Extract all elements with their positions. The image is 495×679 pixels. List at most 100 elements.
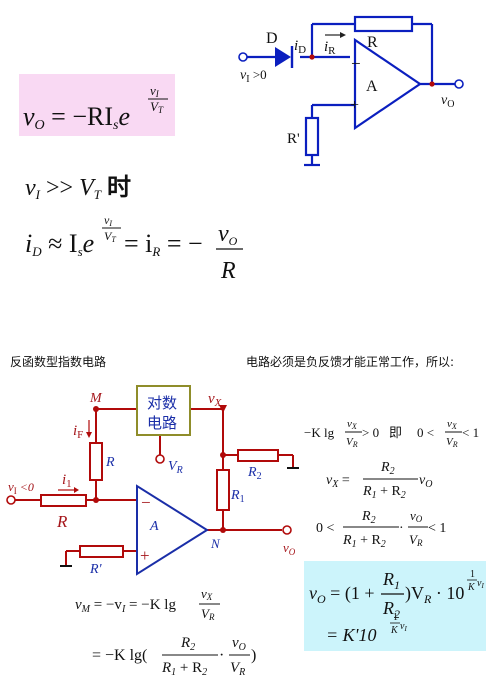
final-eq-line2-exp-den: K — [390, 625, 399, 636]
section-left-title: 反函数型指数电路 — [10, 354, 106, 369]
vx-label: vX — [208, 391, 223, 409]
final-eq-line2: = K'10 — [326, 625, 377, 645]
opamp-label-bottom: A — [149, 519, 159, 534]
vx-junction-dot — [220, 452, 226, 458]
eq-vm-frac-num: vX — [201, 586, 213, 602]
opamp-minus-bottom: − — [141, 493, 151, 512]
i1-arrow-head — [74, 487, 79, 493]
final-eq-highlight — [304, 561, 486, 651]
formula2-right: = iR = − — [124, 229, 203, 259]
log-circuit-box — [136, 385, 191, 436]
r1-label: R1 — [230, 488, 245, 505]
right-eq2-v: vO — [419, 473, 432, 490]
eq-vm-line2-f1-den: R1 + R2 — [161, 660, 207, 678]
bottom-circuit-wires — [14, 408, 294, 566]
eq-vm-line2-f2-den: VR — [230, 660, 245, 678]
junction-dot — [309, 54, 315, 60]
diode-current-label: iD — [294, 38, 306, 56]
i1-label: i1 — [62, 472, 72, 490]
vo-label-bottom: vO — [283, 540, 296, 557]
input-terminal — [238, 52, 248, 62]
right-eq1-den: VR — [346, 436, 358, 449]
ground-resistor-rprime — [304, 116, 320, 157]
input-r-label: R — [56, 512, 68, 531]
opamp-minus-top: − — [351, 54, 361, 73]
diode-label: D — [266, 30, 278, 47]
vr-terminal — [155, 454, 165, 464]
output-terminal — [454, 79, 464, 89]
right-eq1-b-num: vX — [447, 418, 458, 431]
log-box-line1: 对数 — [147, 394, 177, 412]
final-eq-num: R1 — [382, 569, 400, 592]
right-eq3-pre: 0 < — [316, 521, 335, 536]
formula2-exp-num: vI — [104, 213, 112, 228]
feedback-resistor-label: R — [367, 34, 378, 51]
output-voltage-label: vO — [441, 93, 454, 110]
eq-vm-line2-f2-num: vO — [232, 635, 246, 653]
rprime-resistor-bottom — [79, 545, 124, 558]
input-resistor-bottom — [40, 494, 87, 507]
node-n-dot — [220, 527, 226, 533]
right-eq1-pre: −K lg — [304, 425, 335, 440]
ir-arrow-head — [340, 32, 346, 38]
top-circuit — [247, 22, 455, 167]
formula2-left: iD ≈ Ise — [25, 229, 94, 259]
opamp-triangle-top — [353, 37, 422, 131]
log-box-line2: 电路 — [147, 414, 177, 432]
eq-vm-line2-post: ) — [251, 647, 256, 664]
right-eq3-dot: · — [399, 521, 404, 536]
final-eq-line1-right: )VR · 10 — [405, 583, 464, 606]
right-eq1-num: vX — [347, 418, 358, 431]
eq-vm-line2-f1-num: R2 — [180, 635, 195, 653]
feedback-r-label: R — [105, 455, 115, 470]
feedback-resistor-r — [353, 15, 414, 33]
r2-label: R2 — [247, 465, 262, 482]
right-eq1-b-lt: < 1 — [462, 425, 479, 440]
formula1: vO = −RIse — [23, 102, 130, 133]
feedback-current-label: iR — [324, 39, 336, 57]
final-eq-line1-left: vO = (1 + — [309, 583, 374, 606]
formula1-highlight — [19, 74, 175, 136]
right-eq1-ji: 即 — [389, 426, 402, 441]
final-eq-line2-exp-v: vI — [400, 621, 407, 633]
vi-label: vI <0 — [8, 479, 34, 496]
formula2-frac-den: R — [220, 258, 236, 284]
formula1-exp-num: vI — [150, 83, 160, 99]
output-terminal-bottom — [282, 525, 292, 535]
section-right-title: 电路必须是负反馈才能正常工作，所以: — [246, 354, 454, 369]
final-eq-exp-num: 1 — [470, 569, 475, 580]
vx-arrow — [219, 405, 227, 413]
right-eq3-den: R1 + R2 — [342, 533, 386, 550]
right-eq2-den: R1 + R2 — [362, 484, 406, 501]
right-eq1-gt: > 0 — [362, 425, 379, 440]
r1-resistor — [216, 469, 230, 511]
final-eq-exp-den: K — [467, 582, 476, 593]
opamp-plus-bottom: + — [140, 546, 150, 565]
node-m-label: M — [89, 391, 103, 406]
formula2-exp-den: VT — [104, 229, 116, 244]
right-eq3-post: < 1 — [428, 521, 446, 536]
ground-resistor-label: R' — [287, 131, 300, 147]
right-eq1-b-den: VR — [446, 436, 458, 449]
junction-dot-out — [429, 81, 435, 87]
final-eq-den: R2 — [382, 598, 400, 621]
input-voltage-label: vI >0 — [240, 67, 267, 85]
right-eq2-num: R2 — [380, 460, 395, 477]
node-m-dot — [93, 406, 99, 412]
final-eq-line2-exp-num: 1 — [393, 612, 398, 623]
eq-vm-line1: vM = −vI = −K lg — [75, 597, 176, 615]
right-eq3-den2: VR — [409, 532, 423, 548]
opamp-plus-top: + — [350, 97, 359, 114]
input-junction-dot — [93, 497, 99, 503]
formula1-exp-den: VT — [150, 99, 164, 115]
feedback-resistor-bottom — [89, 442, 103, 481]
right-eq2-lhs: vX = — [326, 473, 350, 490]
eq-vm-frac-den: VR — [201, 606, 215, 622]
if-label: iF — [73, 423, 83, 441]
formula2-frac-num: vO — [218, 221, 238, 248]
opamp-triangle-bottom — [136, 484, 209, 576]
diode-symbol — [275, 47, 291, 67]
node-n-label: N — [210, 536, 221, 551]
